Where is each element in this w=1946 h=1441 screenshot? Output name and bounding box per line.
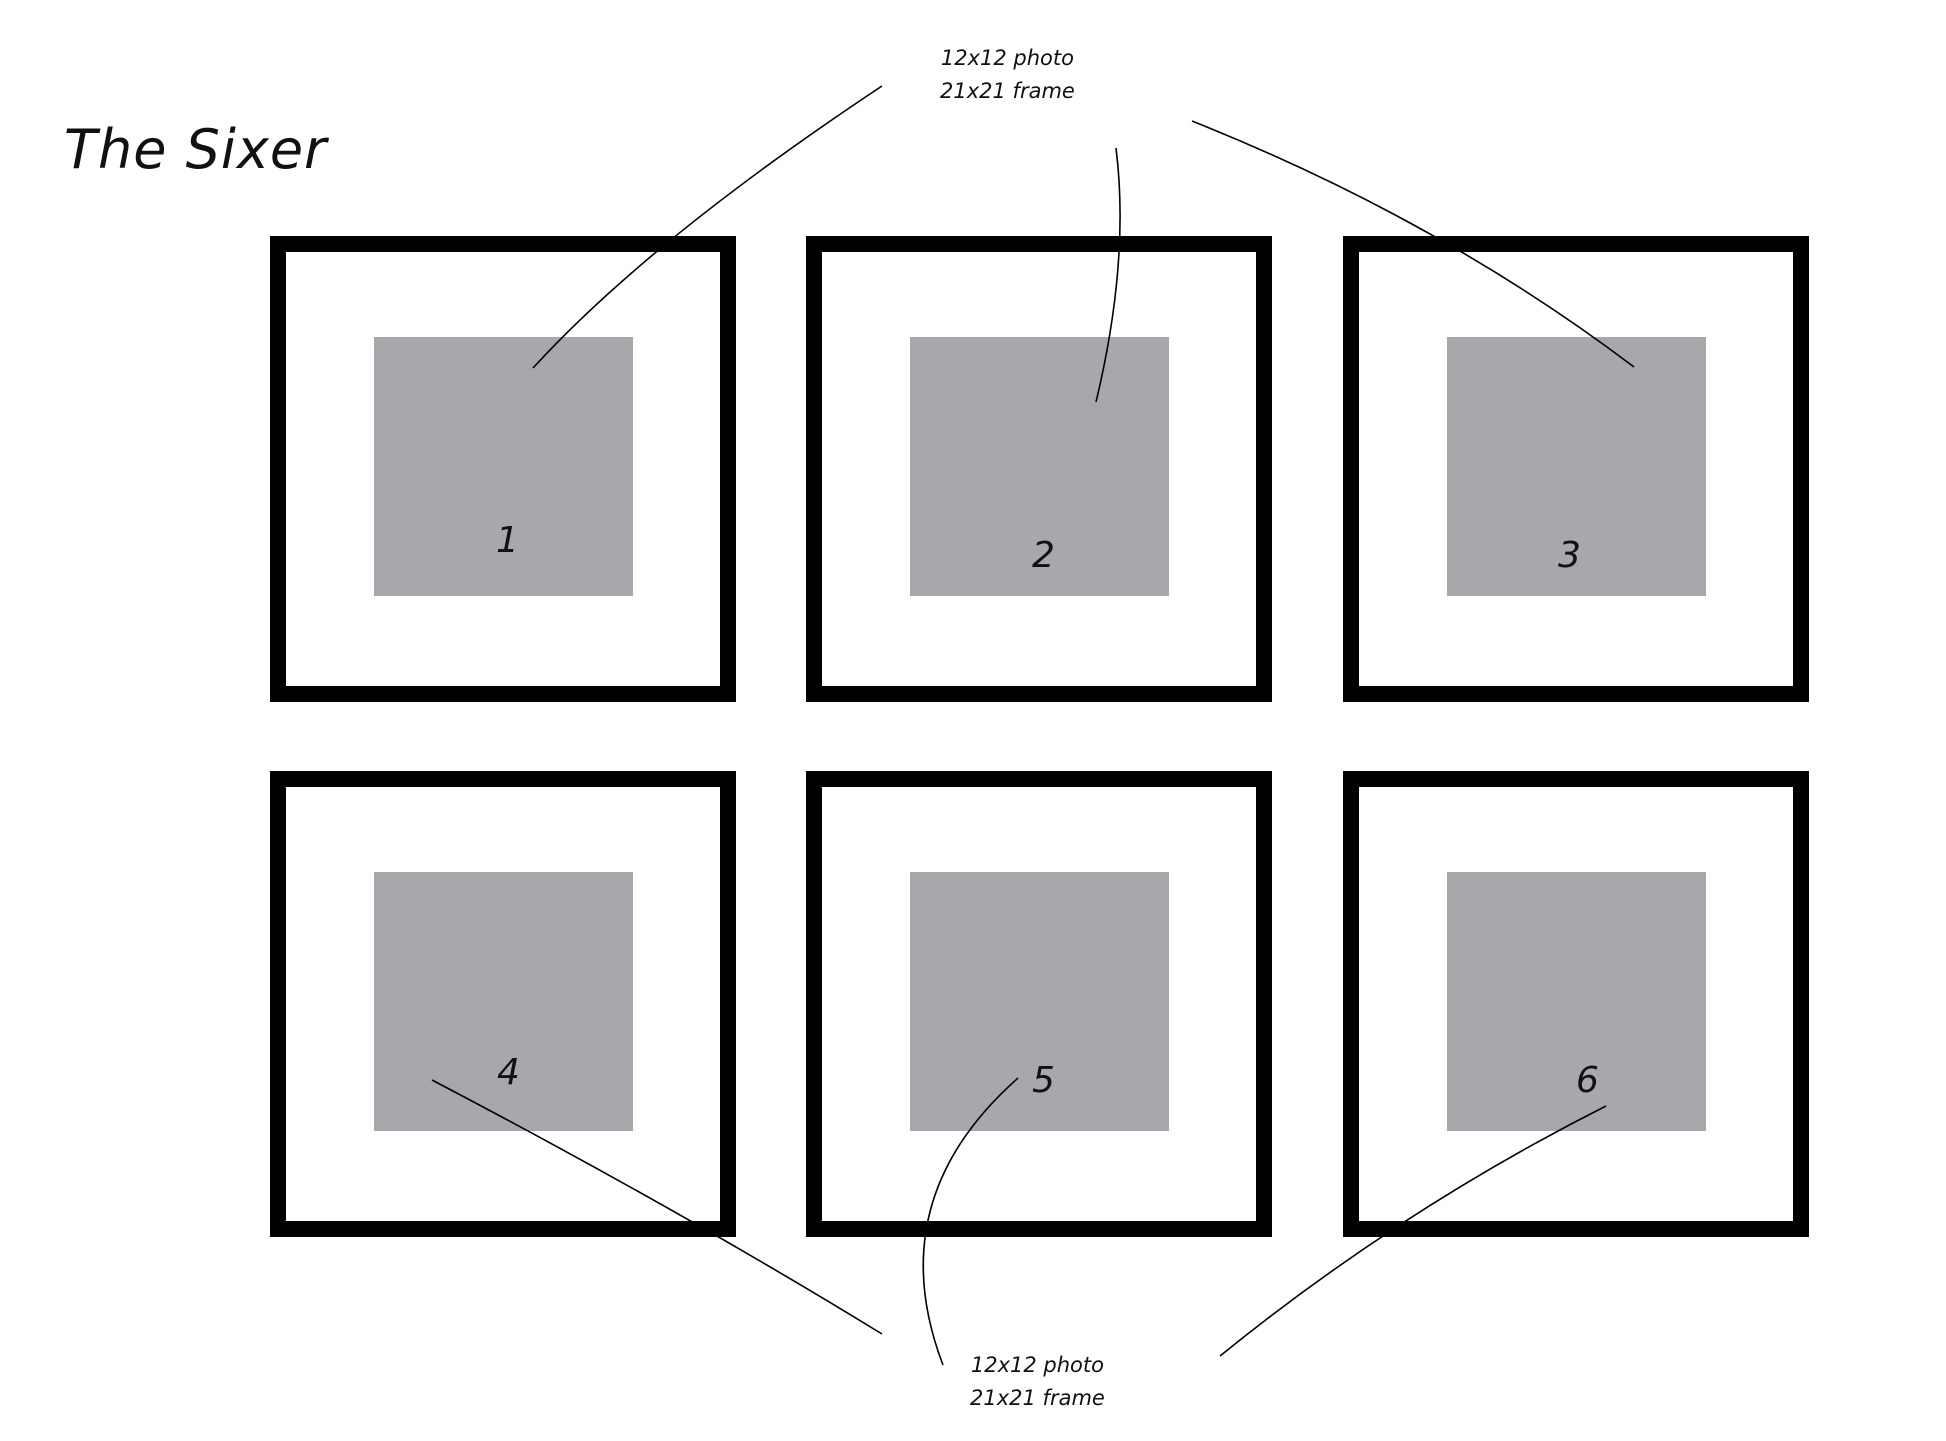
diagram-title: The Sixer xyxy=(64,118,328,181)
bottom-annotation: 12x12 photo 21x21 frame xyxy=(970,1349,1105,1415)
frame-2-number: 2 xyxy=(1032,535,1055,576)
frame-1-number: 1 xyxy=(496,520,519,561)
photo-3 xyxy=(1447,337,1706,596)
frame-4-number: 4 xyxy=(497,1052,520,1093)
photo-2 xyxy=(910,337,1169,596)
frame-4 xyxy=(270,771,736,1237)
bottom-annotation-frame-size: 21x21 frame xyxy=(970,1386,1105,1410)
frame-1 xyxy=(270,236,736,702)
frame-5-number: 5 xyxy=(1032,1060,1055,1101)
frame-3-number: 3 xyxy=(1558,535,1581,576)
frame-2 xyxy=(806,236,1272,702)
top-annotation-photo-size: 12x12 photo xyxy=(940,46,1074,70)
photo-6 xyxy=(1447,872,1706,1131)
frame-6 xyxy=(1343,771,1809,1237)
bottom-annotation-photo-size: 12x12 photo xyxy=(970,1353,1104,1377)
top-annotation-frame-size: 21x21 frame xyxy=(940,79,1075,103)
frame-5 xyxy=(806,771,1272,1237)
photo-1 xyxy=(374,337,633,596)
frame-3 xyxy=(1343,236,1809,702)
frame-6-number: 6 xyxy=(1576,1060,1599,1101)
top-annotation: 12x12 photo 21x21 frame xyxy=(940,42,1075,108)
